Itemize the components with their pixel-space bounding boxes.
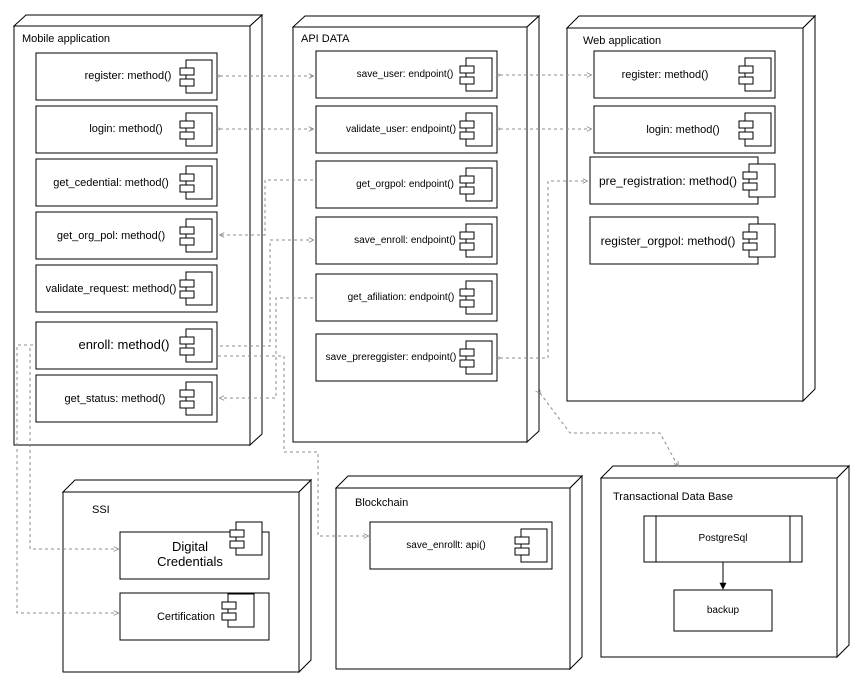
component-icon <box>179 59 213 94</box>
component-box[interactable] <box>589 156 759 205</box>
connectors <box>16 75 678 613</box>
component-icon <box>459 223 493 258</box>
component-icon <box>459 280 493 315</box>
component-icon <box>514 528 548 563</box>
component-label: register_orgpol: method() <box>600 234 736 248</box>
component-label: validate_request: method() <box>45 283 177 295</box>
component-label: save_prereggister: endpoint() <box>325 352 457 363</box>
component-label: enroll: method() <box>78 337 170 352</box>
component-icon <box>738 57 772 92</box>
component-label: Digital <box>171 539 209 554</box>
component-box[interactable] <box>589 216 759 265</box>
component-label: get_org_pol: method() <box>56 230 166 242</box>
component-label: get_cedential: method() <box>53 177 169 189</box>
component-label: register: method() <box>621 69 709 81</box>
node-title-blockchain: Blockchain <box>355 497 409 509</box>
db-components <box>643 515 803 632</box>
component-label: save_user: endpoint() <box>356 69 454 80</box>
component-label: register: method() <box>84 70 172 82</box>
component-label: save_enroll: endpoint() <box>354 235 456 246</box>
component-icon <box>229 521 263 556</box>
postgresql-process[interactable] <box>643 515 803 563</box>
component-icon <box>738 112 772 147</box>
node-blockchain <box>334 474 584 671</box>
component-label: login: method() <box>646 124 720 136</box>
component-icon <box>179 328 213 363</box>
component-icon <box>459 57 493 92</box>
component-icon <box>179 218 213 253</box>
backup-box[interactable] <box>673 589 773 632</box>
component-icons <box>179 57 776 628</box>
component-icon <box>742 163 776 198</box>
node-title-api: API DATA <box>301 33 350 45</box>
component-label: Credentials <box>157 554 223 569</box>
component-icon <box>221 593 255 628</box>
component-label: get_status: method() <box>64 393 166 405</box>
component-label: get_orgpol: endpoint() <box>356 179 454 190</box>
component-icon <box>459 340 493 375</box>
component-icon <box>179 381 213 416</box>
node-title-mobile: Mobile application <box>22 33 111 45</box>
component-icon <box>459 112 493 147</box>
component-icon <box>459 167 493 202</box>
node-title-web: Web application <box>583 35 662 47</box>
component-label: Certification <box>156 611 216 623</box>
component-icon <box>179 112 213 147</box>
component-label: save_enrollt: api() <box>406 540 486 551</box>
backup-label: backup <box>706 605 740 616</box>
component-label: validate_user: endpoint() <box>345 124 457 135</box>
postgres-label: PostgreSql <box>698 533 748 544</box>
component-icon <box>179 271 213 306</box>
component-icon <box>179 165 213 200</box>
node-title-tdb: Transactional Data Base <box>613 491 734 503</box>
component-label: pre_registration: method() <box>598 174 738 188</box>
component-label: login: method() <box>89 123 163 135</box>
node-title-ssi: SSI <box>92 504 110 516</box>
component-icon <box>742 223 776 258</box>
component-label: get_afiliation: endpoint() <box>347 292 455 303</box>
